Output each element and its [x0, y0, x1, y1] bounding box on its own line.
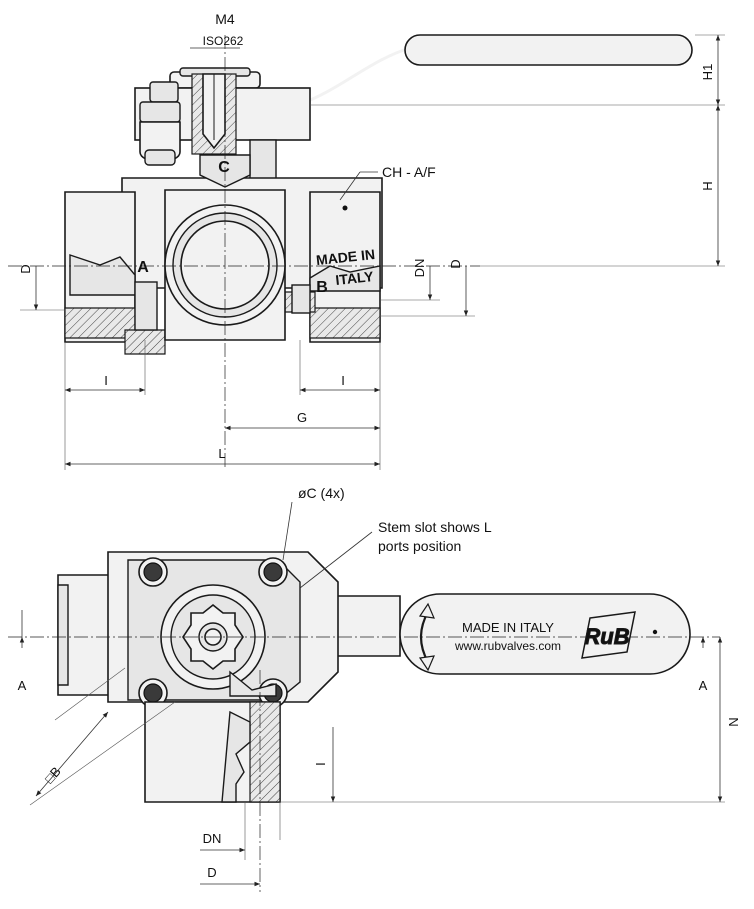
dim-i: I — [313, 762, 328, 766]
dim-i-left: I — [104, 373, 108, 388]
dim-a-left: A — [18, 678, 27, 693]
port-b-label: B — [316, 279, 328, 296]
handle-lever — [299, 34, 693, 106]
body-marking-line-2: ITALY — [335, 268, 375, 288]
handle-marking: MADE IN ITALY — [462, 620, 554, 635]
body-marking-line-1: MADE IN — [315, 246, 375, 268]
dim-i-right: I — [341, 373, 345, 388]
hole-callout: øC (4x) — [298, 485, 345, 501]
wrench-size-label: CH - A/F — [382, 164, 436, 180]
port-c-label: C — [218, 159, 230, 176]
dim-h1: H1 — [700, 64, 715, 81]
dim-n: N — [726, 717, 741, 726]
rotation-arrow-icon — [418, 602, 435, 672]
top-view: M4 ISO262 C A B CH - A/F MADE IN ITALY H… — [8, 11, 725, 470]
website-label: www.rubvalves.com — [454, 639, 561, 653]
dim-h: H — [700, 181, 715, 190]
svg-text:RuB: RuB — [584, 624, 629, 649]
port-a-label: A — [137, 259, 149, 276]
dim-d-left: D — [18, 264, 33, 273]
dim-dn-bottom: DN — [203, 831, 222, 846]
stem-assembly — [134, 67, 311, 181]
dim-a-right: A — [699, 678, 708, 693]
dim-d-bottom: D — [207, 865, 216, 880]
bottom-view: RuB øC (4x) Stem slot shows L ports posi… — [8, 485, 741, 892]
dim-g: G — [297, 410, 307, 425]
dim-l: L — [218, 446, 225, 461]
thread-label: M4 — [215, 11, 235, 27]
stem-note-line-1: Stem slot shows L — [378, 519, 492, 535]
thread-standard-label: ISO262 — [203, 34, 244, 48]
rub-logo: RuB — [581, 611, 658, 659]
dim-dn: DN — [412, 259, 427, 278]
dim-d-right: D — [448, 259, 463, 268]
stem-note-line-2: ports position — [378, 538, 461, 554]
